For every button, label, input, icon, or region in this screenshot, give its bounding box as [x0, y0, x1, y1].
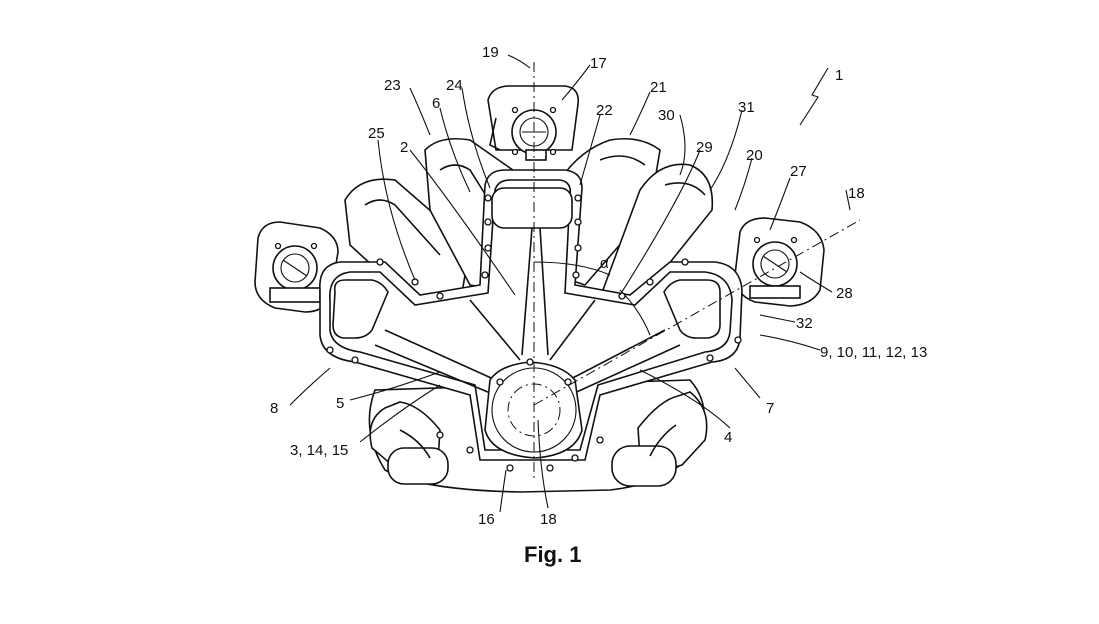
label-5: 5	[336, 395, 344, 412]
label-31: 31	[738, 99, 755, 116]
leader-lines	[289, 54, 851, 513]
label-19: 19	[482, 44, 499, 61]
label-32: 32	[796, 315, 813, 332]
label-22: 22	[596, 102, 613, 119]
label-16: 16	[478, 511, 495, 528]
label-8: 8	[270, 400, 278, 417]
lower-left-manifold	[369, 401, 449, 485]
label-29: 29	[696, 139, 713, 156]
angle-alpha: α	[600, 255, 609, 272]
label-28: 28	[836, 285, 853, 302]
label-18-lower: 18	[540, 511, 557, 528]
upper-right-bank	[559, 137, 714, 301]
label-27: 27	[790, 163, 807, 180]
left-throttle-body	[254, 221, 339, 313]
axis-lines	[533, 62, 861, 480]
label-30: 30	[658, 107, 675, 124]
label-3-14-15: 3, 14, 15	[290, 442, 348, 459]
label-23: 23	[384, 77, 401, 94]
lower-right-manifold	[611, 391, 708, 487]
right-throttle-body	[734, 217, 825, 307]
label-21: 21	[650, 79, 667, 96]
label-2: 2	[400, 139, 408, 156]
label-24: 24	[446, 77, 463, 94]
label-17: 17	[590, 55, 607, 72]
label-7: 7	[766, 400, 774, 417]
label-9-13: 9, 10, 11, 12, 13	[820, 344, 927, 361]
label-4: 4	[724, 429, 732, 446]
intake-plenum	[319, 169, 743, 472]
figure-caption: Fig. 1	[524, 542, 581, 567]
label-6: 6	[432, 95, 440, 112]
label-1: 1	[835, 67, 843, 84]
label-25: 25	[368, 125, 385, 142]
label-20: 20	[746, 147, 763, 164]
reference-numerals: 1 2 3, 14, 15 4 5 6 7 8 9, 10, 11, 12, 1…	[270, 44, 927, 528]
label-18-right: 18	[848, 185, 865, 202]
